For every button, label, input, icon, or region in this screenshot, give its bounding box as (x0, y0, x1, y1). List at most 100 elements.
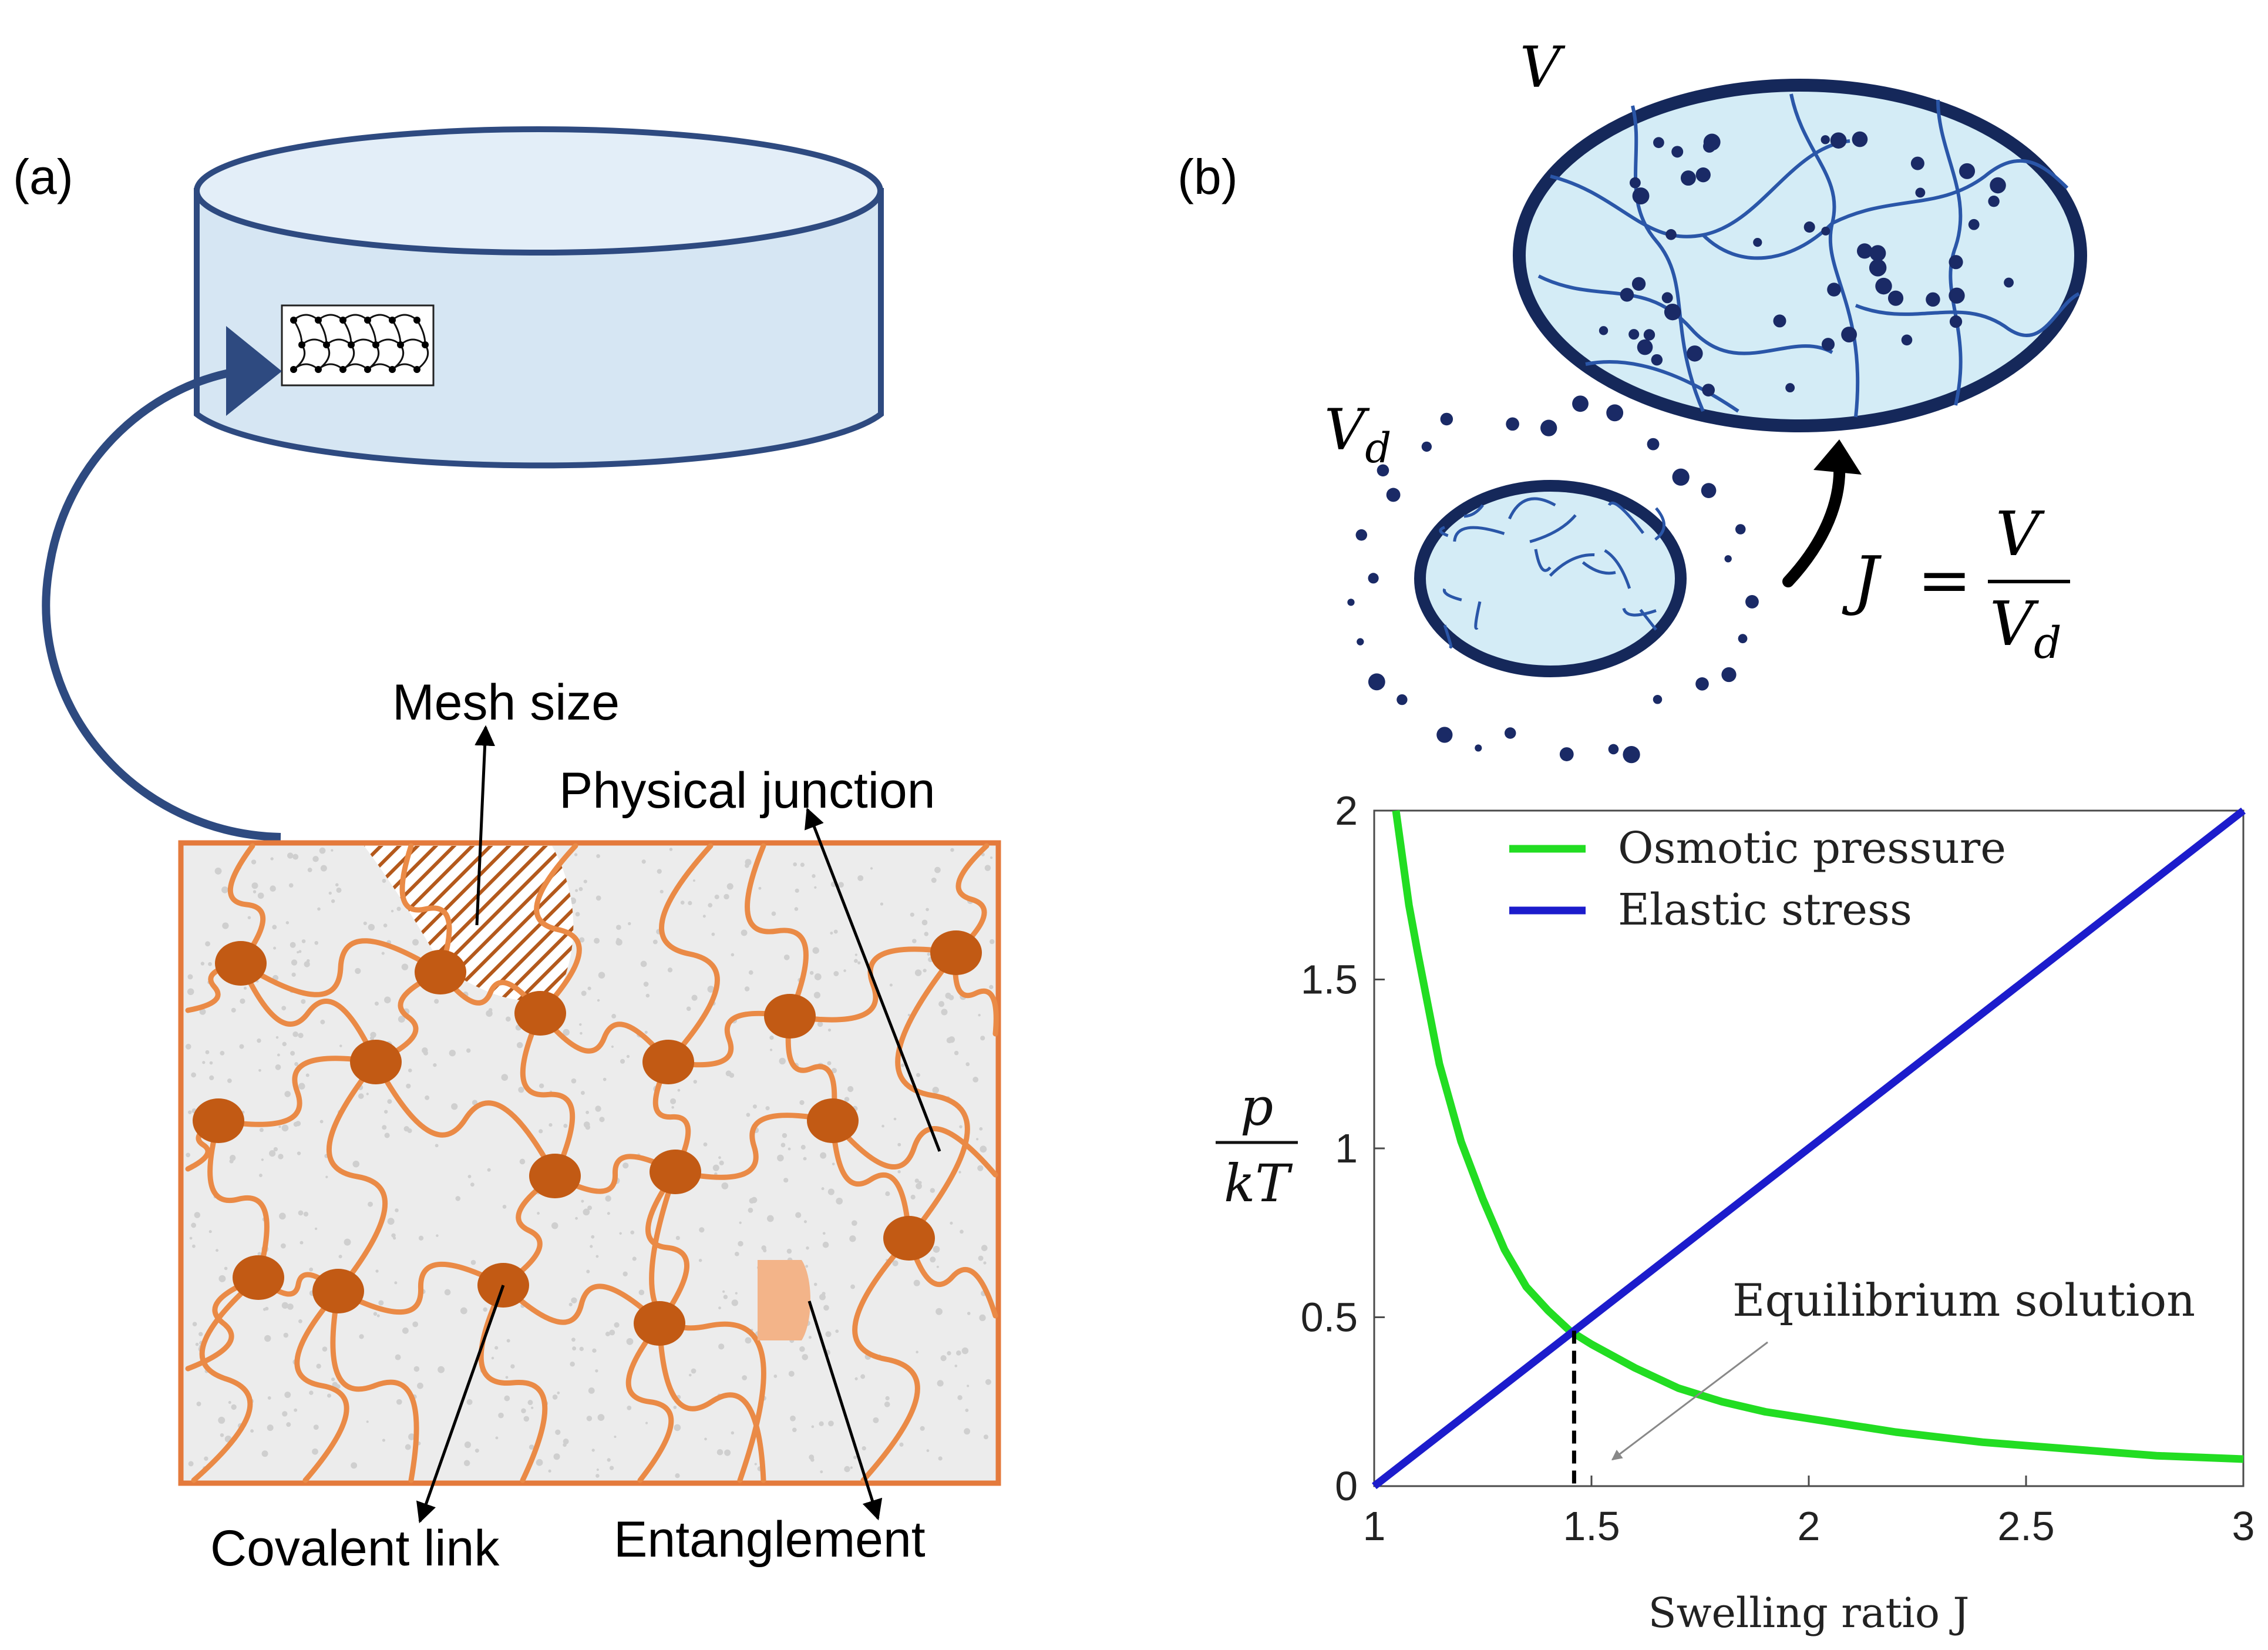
solvent-molecule (1653, 694, 1663, 704)
solvent-molecule (1915, 187, 1926, 198)
texture-speck (376, 1314, 380, 1318)
texture-speck (466, 1048, 471, 1053)
entanglement-arrow (807, 1300, 883, 1521)
texture-speck (934, 866, 941, 873)
texture-speck (338, 1255, 342, 1259)
texture-speck (734, 1251, 739, 1256)
texture-speck (819, 1293, 826, 1300)
texture-speck (382, 1125, 387, 1130)
texture-speck (973, 1077, 979, 1083)
texture-speck (198, 1332, 203, 1336)
texture-speck (954, 1365, 958, 1367)
texture-speck (749, 1198, 755, 1204)
texture-speck (769, 1035, 774, 1040)
solvent-molecule (1721, 667, 1737, 683)
solvent-molecule (1357, 638, 1364, 646)
texture-speck (914, 969, 922, 976)
texture-speck (328, 891, 332, 895)
texture-speck (335, 883, 339, 887)
texture-speck (614, 1322, 620, 1328)
solvent-molecule (1368, 573, 1379, 584)
texture-speck (304, 961, 310, 967)
texture-speck (501, 1074, 509, 1081)
solvent-molecule (1869, 245, 1886, 261)
texture-speck (187, 988, 194, 996)
x-tick-label: 2.5 (1997, 1503, 2054, 1549)
solvent-molecule (1628, 329, 1640, 340)
inset-crosslink (323, 341, 330, 348)
texture-speck (708, 903, 713, 908)
texture-speck (984, 865, 991, 871)
covalent-crosslink-node (415, 950, 466, 994)
texture-speck (611, 1045, 614, 1049)
texture-speck (433, 1063, 437, 1067)
texture-speck (316, 1363, 321, 1369)
texture-speck (239, 1044, 244, 1049)
dry-network-strand (1581, 561, 1616, 575)
texture-speck (802, 1354, 809, 1360)
solvent-molecule (1347, 599, 1355, 606)
texture-speck (327, 1393, 331, 1398)
hydrogel-cylinder (194, 126, 884, 469)
texture-speck (281, 1124, 289, 1132)
texture-speck (552, 1394, 558, 1400)
texture-speck (619, 1232, 622, 1235)
dangling-chain (852, 1235, 920, 1483)
texture-speck (208, 962, 212, 966)
texture-speck (378, 1300, 384, 1306)
texture-speck (680, 900, 685, 905)
texture-speck (779, 1057, 786, 1065)
texture-speck (958, 1171, 961, 1174)
texture-speck (408, 1068, 412, 1073)
texture-speck (980, 1145, 987, 1153)
texture-speck (622, 1162, 629, 1169)
dangling-chain (953, 843, 990, 956)
dangling-chain (659, 843, 720, 1065)
texture-speck (352, 1160, 360, 1168)
texture-speck (873, 1417, 879, 1423)
texture-speck (675, 1473, 680, 1478)
texture-speck (320, 1019, 325, 1024)
solvent-molecule (1910, 156, 1924, 170)
magnification-arrow (42, 366, 281, 841)
texture-speck (607, 1458, 611, 1462)
solvent-molecule (1680, 170, 1696, 186)
texture-speck (927, 952, 931, 956)
ratio-lhs: J (1842, 542, 1882, 617)
texture-speck (291, 972, 296, 977)
texture-speck (498, 1412, 504, 1419)
texture-speck (586, 1269, 590, 1273)
texture-speck (587, 1205, 593, 1211)
texture-speck (261, 1450, 268, 1457)
y-axis-ticks: 00.511.52 (1301, 788, 1385, 1509)
texture-speck (195, 1342, 199, 1346)
solvent-molecule (1753, 237, 1762, 247)
swollen-network-strand (1831, 159, 2069, 225)
texture-speck (434, 999, 439, 1004)
texture-speck (436, 1234, 439, 1237)
texture-speck (985, 1379, 991, 1385)
texture-speck (976, 1138, 979, 1141)
solvent-molecule (1901, 334, 1913, 346)
texture-speck (396, 906, 401, 911)
solvent-molecule (1702, 384, 1715, 396)
texture-speck (940, 1355, 947, 1362)
texture-speck (741, 929, 748, 936)
texture-speck (605, 1195, 611, 1202)
texture-speck (444, 1289, 451, 1296)
texture-speck (591, 1449, 595, 1452)
texture-speck (675, 1235, 680, 1241)
texture-speck (862, 1446, 866, 1451)
texture-speck (470, 1182, 475, 1187)
texture-speck (827, 1028, 832, 1032)
solvent-molecule (1599, 326, 1609, 335)
texture-speck (261, 1158, 264, 1161)
texture-speck (373, 1312, 378, 1316)
dangling-chain (330, 1288, 419, 1483)
texture-speck (857, 961, 861, 965)
texture-speck (273, 946, 277, 950)
texture-speck (652, 939, 658, 945)
texture-speck (563, 1124, 568, 1128)
texture-speck (799, 1346, 805, 1352)
